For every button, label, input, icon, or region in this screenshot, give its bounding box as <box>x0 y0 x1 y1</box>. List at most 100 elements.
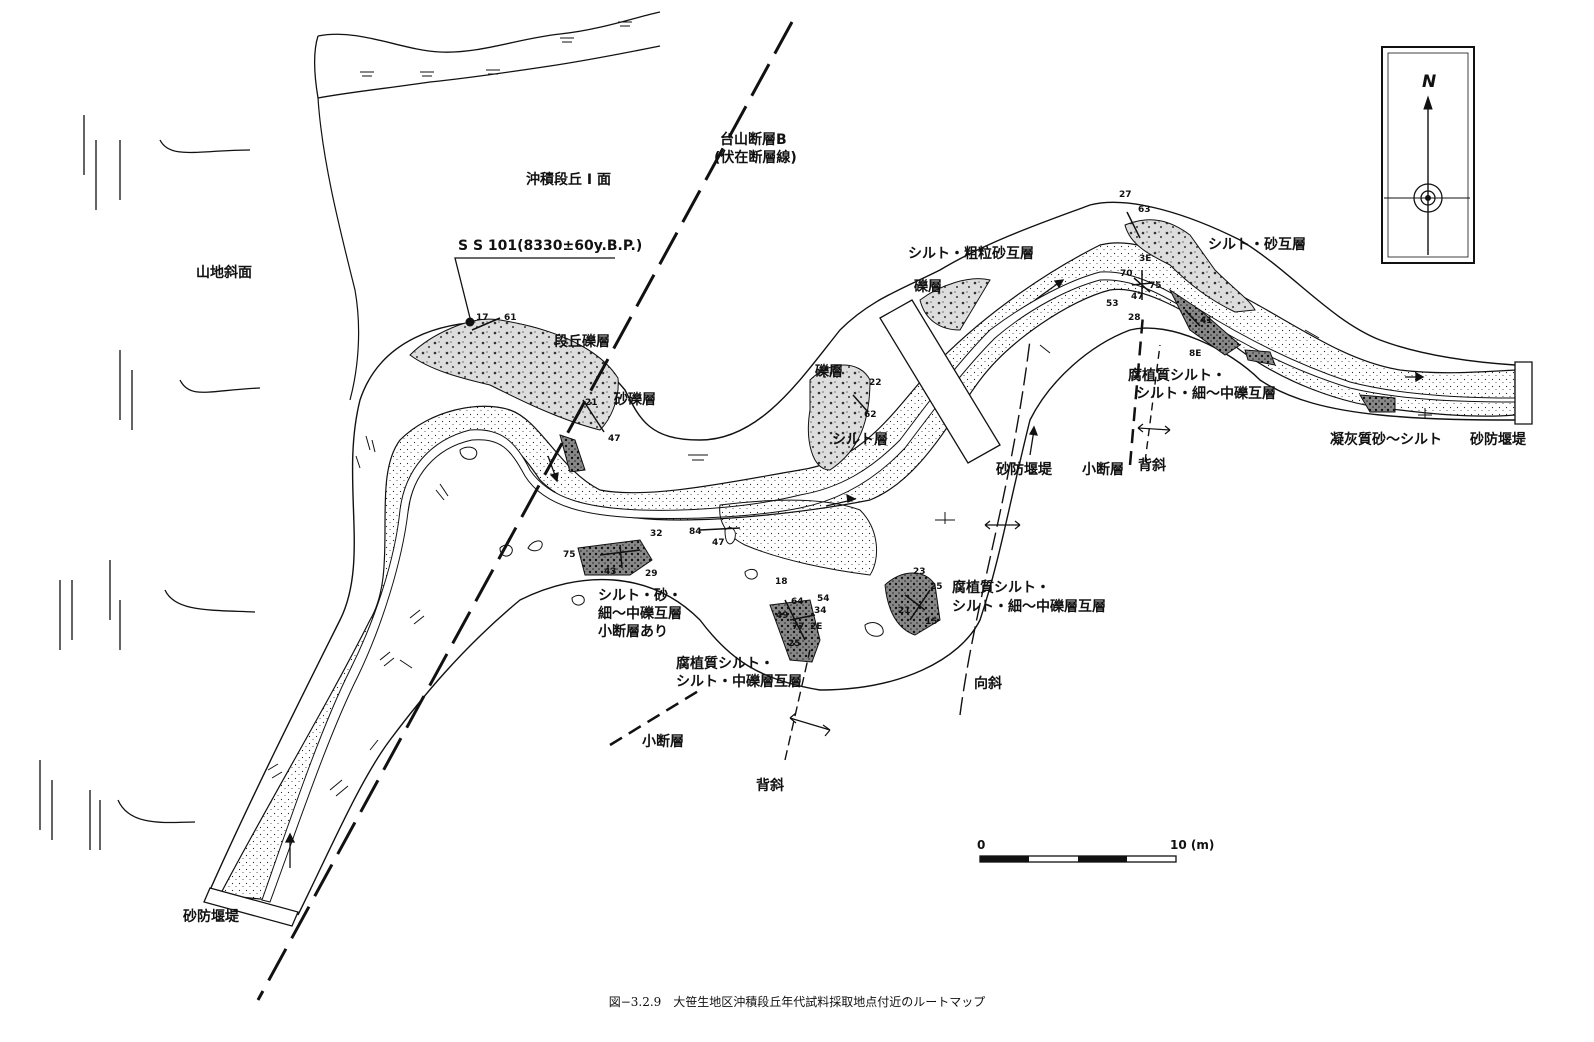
dip-value: 53 <box>1106 299 1119 309</box>
small-fault-2 <box>1128 314 1145 466</box>
outcrop-terrace-gravel <box>409 318 619 431</box>
flow-arrows <box>284 279 1425 868</box>
fault-line-b <box>256 21 794 1001</box>
dip-value: 27 <box>1119 190 1132 200</box>
dip-symbols <box>471 211 1201 641</box>
layer-silt-sand: シルト・砂互層 <box>1208 237 1306 253</box>
layer-humic-3-line1: 腐植質シルト・ <box>676 656 774 672</box>
dip-value: 64 <box>791 597 804 607</box>
dip-value: 25 <box>788 639 801 649</box>
anticline-1 <box>784 649 811 761</box>
layer-humic-3-line2: シルト・中礫層互層 <box>676 674 802 690</box>
dip-value: 15 <box>925 617 938 627</box>
layer-humic-1-line2: シルト・細〜中礫互層 <box>1136 386 1276 402</box>
north-arrow <box>1381 46 1475 264</box>
syncline-label: 向斜 <box>974 676 1002 692</box>
dip-value: 3E <box>1139 254 1152 264</box>
sabo-dams <box>203 299 1533 927</box>
pebble-7 <box>459 446 478 460</box>
dip-value: 49 <box>776 611 789 621</box>
dip-value: 47 <box>1131 292 1144 302</box>
anticline-label-1: 背斜 <box>756 778 784 794</box>
layer-humic-1-line1: 腐植質シルト・ <box>1128 368 1226 384</box>
dam-middle <box>879 299 1001 464</box>
outcrops <box>409 219 1396 663</box>
layer-gravel-1: 礫層 <box>815 364 843 380</box>
dip-value: 17 <box>476 313 489 323</box>
dip-value: 34 <box>814 606 827 616</box>
dip-value: 62 <box>864 410 877 420</box>
slope-hachures <box>39 115 261 850</box>
dip-value: 63 <box>1138 205 1151 215</box>
outcrop-8 <box>769 599 821 663</box>
water-marks-top <box>360 21 632 77</box>
upper-river <box>313 11 661 99</box>
gravel-bar-center <box>719 499 878 576</box>
outcrop-3 <box>807 364 871 471</box>
anticline-2 <box>1144 344 1161 463</box>
layer-sand-gravel: 砂礫層 <box>614 392 656 408</box>
pebble-2 <box>527 540 543 552</box>
dip-value: 47 <box>608 434 621 444</box>
dam-bottom <box>203 887 299 927</box>
dip-value: 47 <box>712 538 725 548</box>
dam-label-bottom: 砂防堰堤 <box>183 909 239 925</box>
scale-end: 10 (m) <box>1170 838 1215 852</box>
dip-value: 84 <box>689 527 702 537</box>
bedding-ticks <box>267 329 1432 797</box>
small-fault-label-1: 小断層 <box>642 734 684 750</box>
layer-humic-2-line2: シルト・細〜中礫層互層 <box>952 599 1106 615</box>
outcrop-4 <box>919 278 991 331</box>
outcrop-5 <box>1124 219 1256 313</box>
dam-label-middle: 砂防堰堤 <box>996 462 1052 478</box>
dip-value: 75 <box>1149 281 1162 291</box>
sample-point <box>465 317 475 327</box>
dip-value: 8E <box>1189 349 1202 359</box>
pebble-6 <box>864 622 884 637</box>
layer-silt: シルト層 <box>832 432 888 448</box>
outcrop-6 <box>1168 288 1241 356</box>
dip-value: 21 <box>585 398 598 408</box>
dip-value: 61 <box>504 313 517 323</box>
dip-value: 29 <box>645 569 658 579</box>
dip-value: 70 <box>1120 269 1133 279</box>
layer-humic-2-line1: 腐植質シルト・ <box>952 580 1050 596</box>
dip-value: 32 <box>650 529 663 539</box>
fault-name: 台山断層B <box>720 132 787 148</box>
fold-arrows <box>789 423 1171 737</box>
anticline-label-2: 背斜 <box>1138 458 1166 474</box>
dip-value: 21 <box>898 606 911 616</box>
dam-label-right: 砂防堰堤 <box>1470 432 1526 448</box>
dip-value: 25 <box>930 582 943 592</box>
fold-lines <box>609 314 1161 761</box>
dip-value: 77 <box>792 622 805 632</box>
pebble-5 <box>571 594 585 606</box>
pebble-3 <box>744 568 758 580</box>
dip-value: 18 <box>775 577 788 587</box>
layer-silt-sand-gravel-line3: 小断層あり <box>598 624 668 640</box>
dip-value: 54 <box>817 594 830 604</box>
layer-tuff-sand: 凝灰質砂〜シルト <box>1330 432 1442 448</box>
outcrop-10 <box>1244 349 1276 366</box>
dip-value: 2E <box>810 622 823 632</box>
dip-value: 28 <box>1128 313 1141 323</box>
figure-caption: 図−3.2.9 大笹生地区沖積段丘年代試料採取地点付近のルートマップ <box>608 995 986 1009</box>
layer-silt-sand-gravel-line2: 細〜中礫互層 <box>598 606 682 622</box>
small-fault-1 <box>609 688 701 747</box>
dip-value: 22 <box>869 378 882 388</box>
slope-label: 山地斜面 <box>196 265 252 281</box>
scale-zero: 0 <box>977 838 986 852</box>
fault-note: (伏在断層線) <box>714 150 797 166</box>
layer-silt-coarse-sand: シルト・粗粒砂互層 <box>908 246 1034 262</box>
outcrop-2 <box>577 539 653 576</box>
pebble-4 <box>724 527 736 545</box>
terrace-label: 沖積段丘 I 面 <box>526 172 611 188</box>
outcrop-9 <box>1359 394 1396 413</box>
dip-value: 23 <box>913 567 926 577</box>
dip-value: 75 <box>563 550 576 560</box>
layer-terrace-gravel: 段丘礫層 <box>554 334 610 350</box>
dip-value: 41 <box>1200 316 1213 326</box>
north-label: N <box>1422 72 1437 92</box>
dam-right <box>1514 361 1533 425</box>
